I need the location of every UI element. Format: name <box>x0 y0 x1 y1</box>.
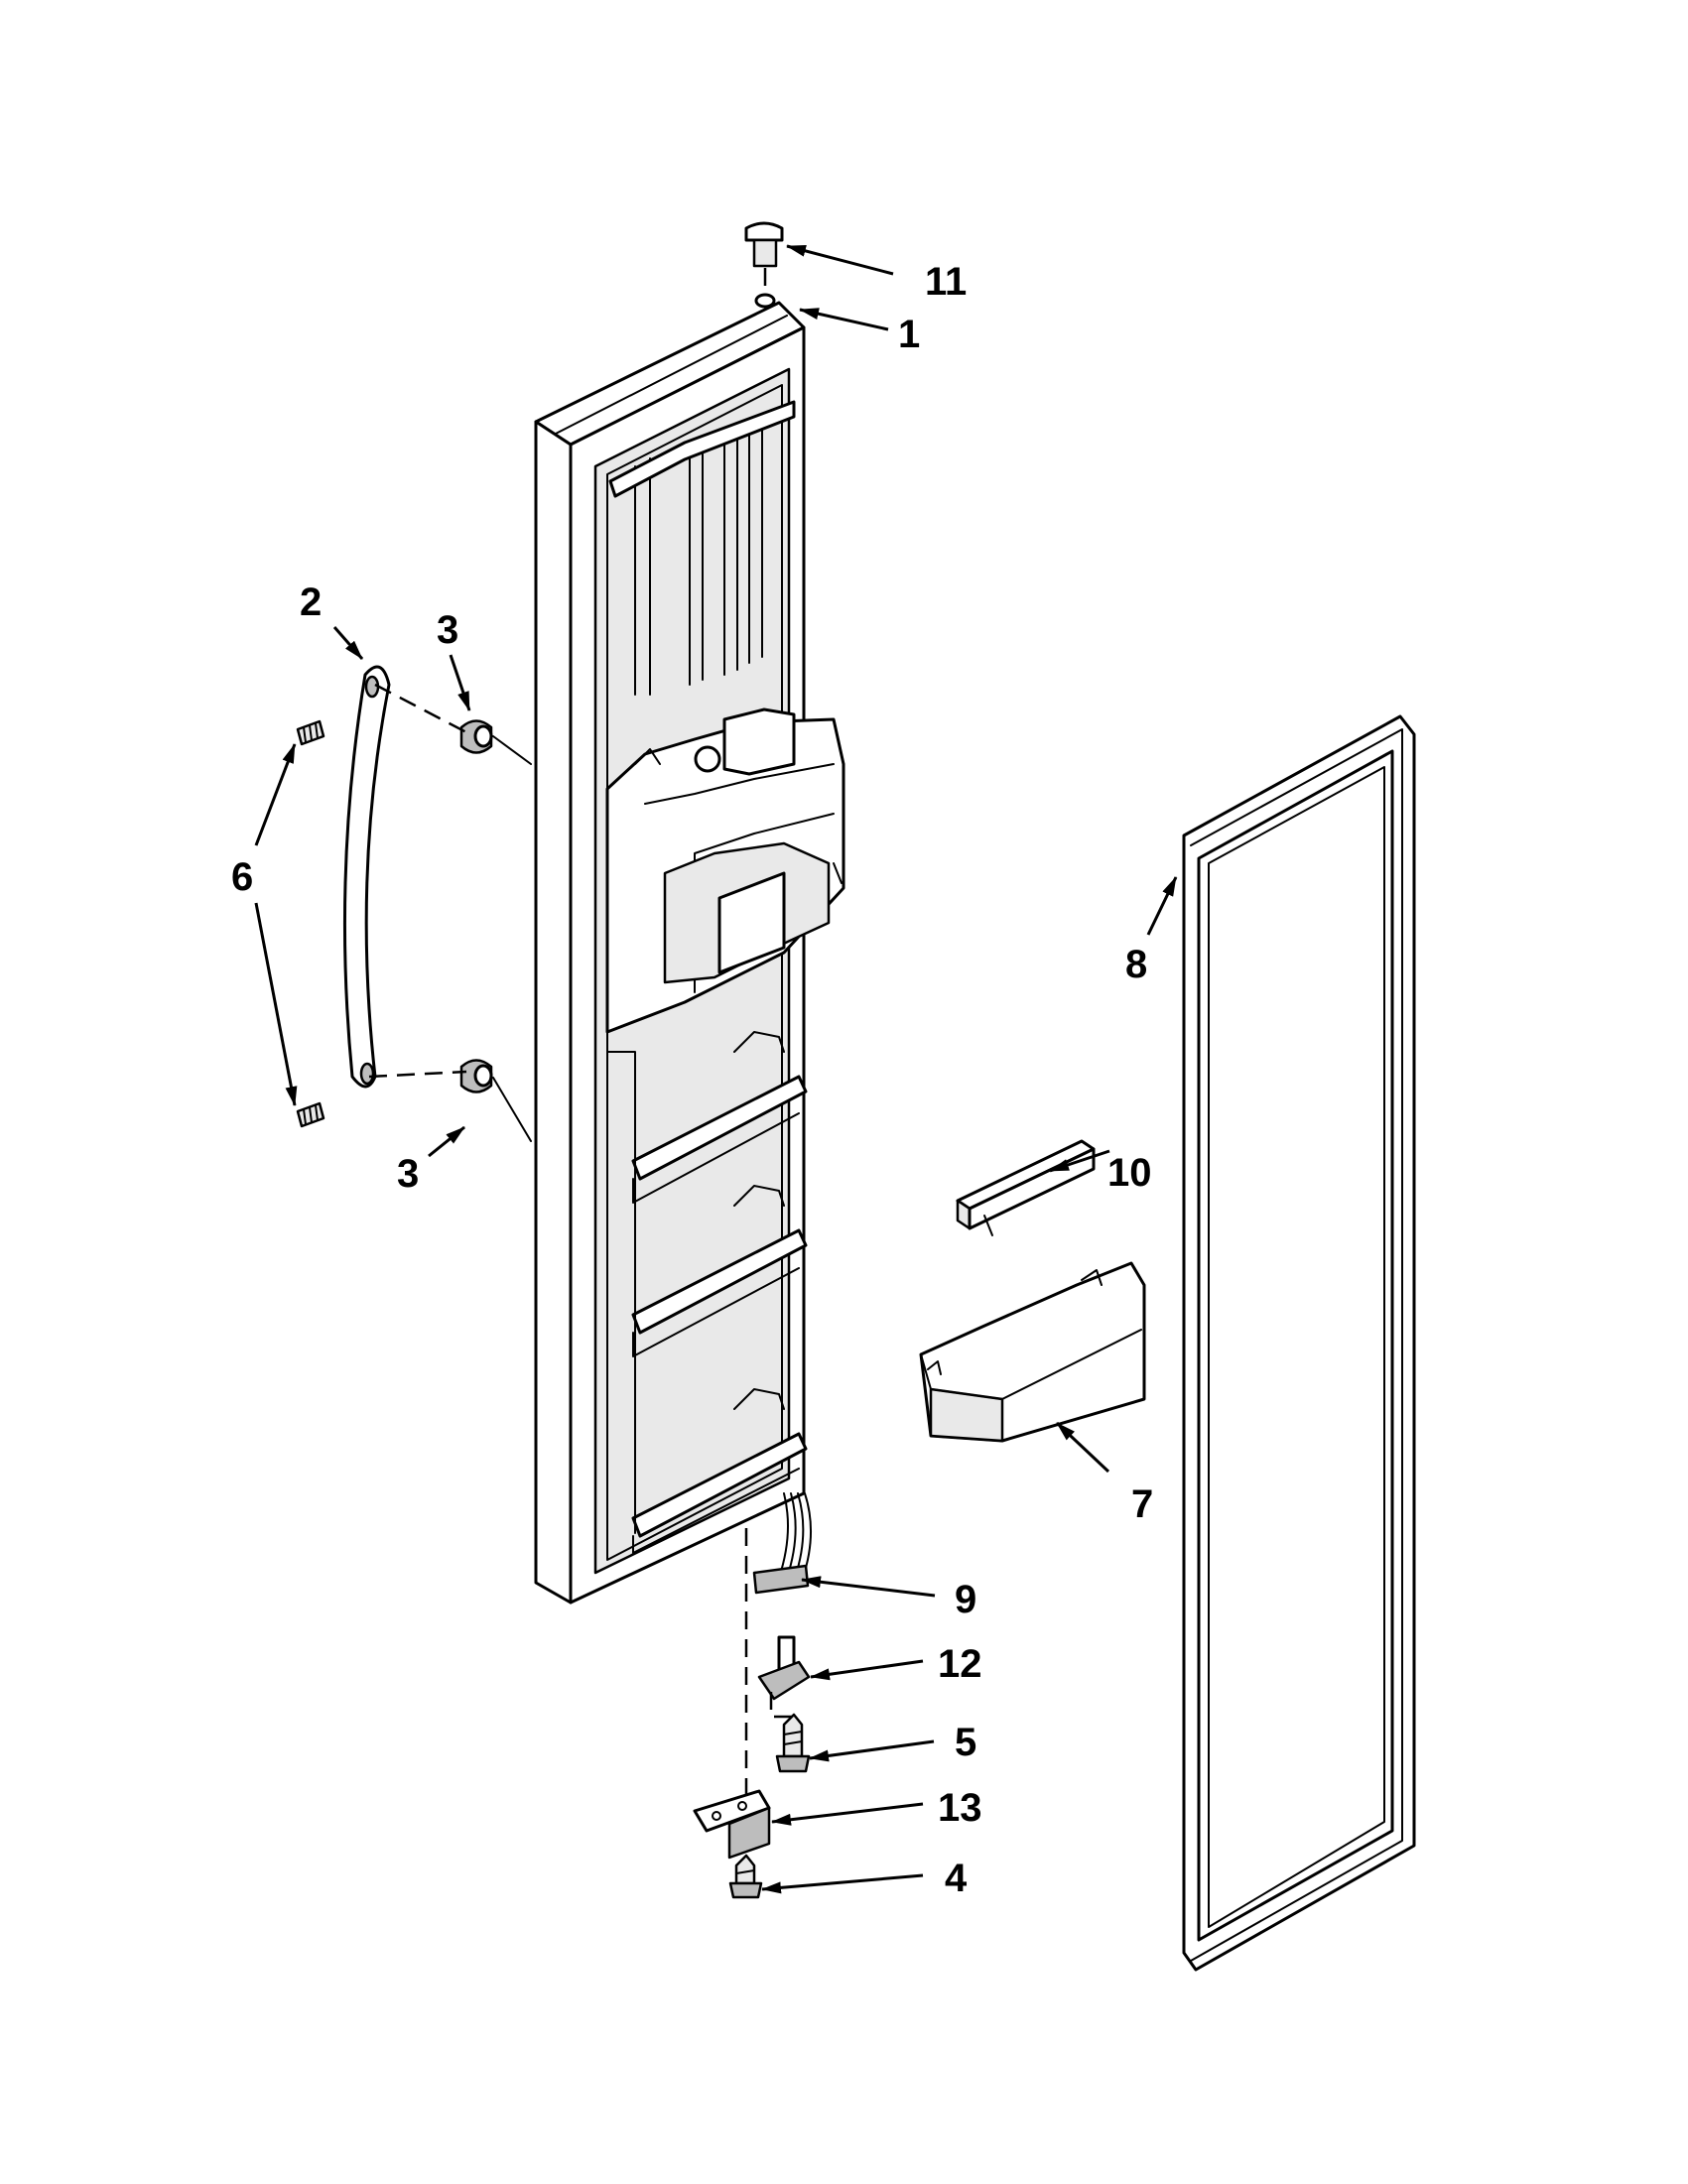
callout-13: 13 <box>938 1786 982 1830</box>
callout-10: 10 <box>1107 1151 1152 1195</box>
door-gasket <box>1182 714 1416 1972</box>
callout-6: 6 <box>231 855 253 899</box>
callout-labels: 11 1 2 3 6 8 10 3 7 9 12 5 13 4 <box>231 260 1153 1900</box>
handle-spacer-lower <box>459 1059 493 1093</box>
callout-11: 11 <box>925 260 967 304</box>
callout-9: 9 <box>955 1578 976 1621</box>
leader-lines <box>254 244 1178 1894</box>
callout-4: 4 <box>945 1857 968 1900</box>
door-handle <box>342 665 391 1089</box>
trim-strip <box>956 1139 1096 1236</box>
handle-spacer-upper <box>459 719 493 754</box>
callout-3-lower: 3 <box>397 1152 419 1196</box>
hinge-mount-screw <box>728 1854 763 1899</box>
callout-1: 1 <box>898 313 920 356</box>
callout-2: 2 <box>300 580 322 624</box>
hinge-pin-top <box>744 221 784 309</box>
callout-5: 5 <box>955 1721 976 1764</box>
callout-8: 8 <box>1125 943 1147 986</box>
callout-3-upper: 3 <box>437 608 458 652</box>
door-assembly <box>534 301 845 1605</box>
hinge-bushing <box>757 1635 811 1701</box>
callout-12: 12 <box>938 1642 982 1686</box>
callout-7: 7 <box>1131 1482 1153 1526</box>
set-screw-lower <box>296 1101 325 1128</box>
lower-hinge <box>693 1789 771 1860</box>
door-bin <box>919 1261 1146 1443</box>
door-shelves <box>606 1031 808 1554</box>
hinge-screw <box>775 1713 811 1773</box>
set-screw-upper <box>296 719 325 746</box>
wire-harness <box>752 1492 812 1595</box>
